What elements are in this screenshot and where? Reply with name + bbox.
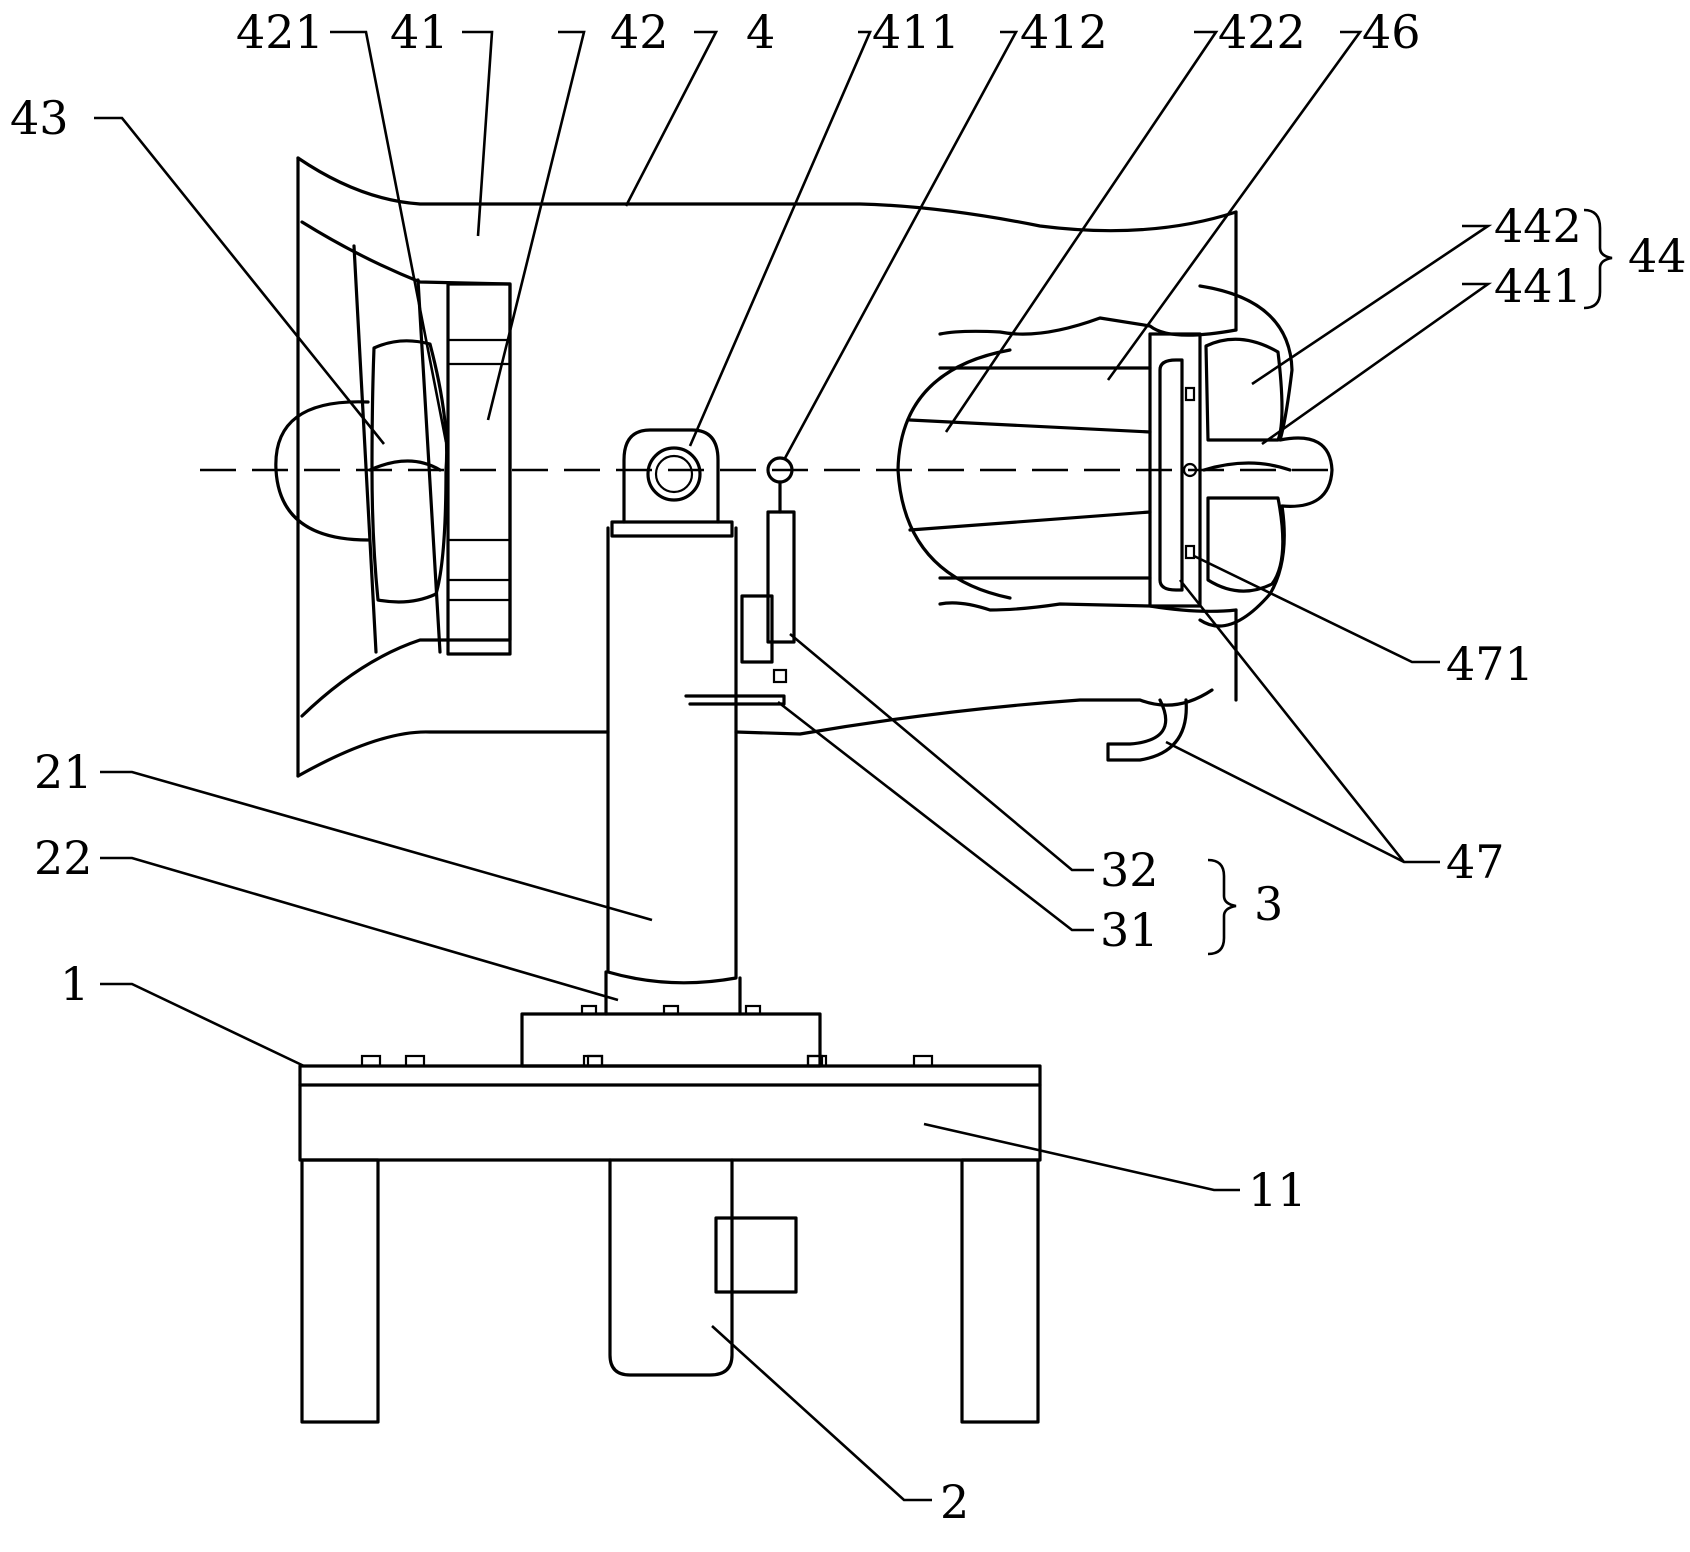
chamber-cone-top [908, 418, 1152, 434]
outlet-blade-bottom [1206, 496, 1285, 593]
inlet-blade-hub [368, 459, 442, 472]
label-1: 1 [60, 957, 89, 1011]
label-422: 422 [1218, 5, 1306, 59]
actuator-motor [740, 594, 774, 664]
label-11: 11 [1248, 1163, 1307, 1217]
outlet-blade-top [1204, 337, 1284, 442]
label-441: 441 [1494, 259, 1582, 313]
table-leg-right [960, 1158, 1040, 1424]
duct-bottom-outline [296, 688, 1214, 778]
motor-unit [608, 1158, 798, 1377]
label-42: 42 [610, 5, 669, 59]
leader-lines [94, 30, 1613, 1502]
inlet-blade-edge-left [352, 244, 378, 654]
reference-labels: 421 41 42 4 411 412 422 46 43 442 441 44… [10, 5, 1687, 1529]
guide-vane-block [446, 282, 512, 656]
table-leg-left [300, 1158, 380, 1424]
label-43: 43 [10, 91, 69, 145]
inlet-fan [274, 244, 512, 656]
label-421: 421 [236, 5, 324, 59]
label-22: 22 [34, 831, 93, 885]
mount-plate [520, 1012, 822, 1068]
drain-pipe [1106, 698, 1188, 762]
brace-3 [1207, 858, 1237, 956]
sensor-top [1184, 386, 1196, 402]
label-44: 44 [1628, 229, 1687, 283]
label-412: 412 [1020, 5, 1108, 59]
label-4: 4 [746, 5, 775, 59]
actuator-base-pin [772, 668, 788, 684]
base-table [298, 1054, 1042, 1424]
label-31: 31 [1100, 903, 1159, 957]
duct-top-outline [296, 156, 1238, 233]
pivot-pin [646, 446, 702, 502]
outlet-fan [1158, 284, 1334, 628]
motor-junction-box [714, 1216, 798, 1294]
motor-housing [608, 1158, 734, 1377]
outlet-blade-hub [1202, 461, 1292, 472]
outlet-heater-rod [1158, 358, 1184, 592]
brace-44 [1583, 208, 1613, 310]
label-21: 21 [34, 745, 93, 799]
label-2: 2 [940, 1475, 969, 1529]
actuator-bracket [684, 694, 786, 706]
label-41: 41 [390, 5, 449, 59]
label-442: 442 [1494, 199, 1582, 253]
chamber-left-curve [896, 348, 1012, 600]
inlet-fan-blade [370, 339, 449, 604]
support-column [604, 428, 742, 1016]
chamber-cone-bottom [908, 510, 1152, 532]
label-411: 411 [872, 5, 960, 59]
label-46: 46 [1362, 5, 1421, 59]
label-471: 471 [1446, 637, 1534, 691]
sensor-bottom [1184, 544, 1196, 560]
chamber-bottom-contour [938, 601, 1238, 613]
column-sleeve [604, 970, 742, 1016]
table-top-plate [298, 1064, 1042, 1162]
column-cap [610, 520, 734, 538]
column-body [606, 526, 738, 985]
mount-base [520, 1004, 824, 1068]
label-3: 3 [1254, 877, 1283, 931]
outlet-fan-shroud [1198, 284, 1334, 628]
actuator-cylinder [766, 510, 796, 644]
pivot-bracket [622, 428, 720, 524]
tilt-actuator [684, 456, 796, 706]
label-32: 32 [1100, 843, 1159, 897]
label-47: 47 [1446, 835, 1505, 889]
